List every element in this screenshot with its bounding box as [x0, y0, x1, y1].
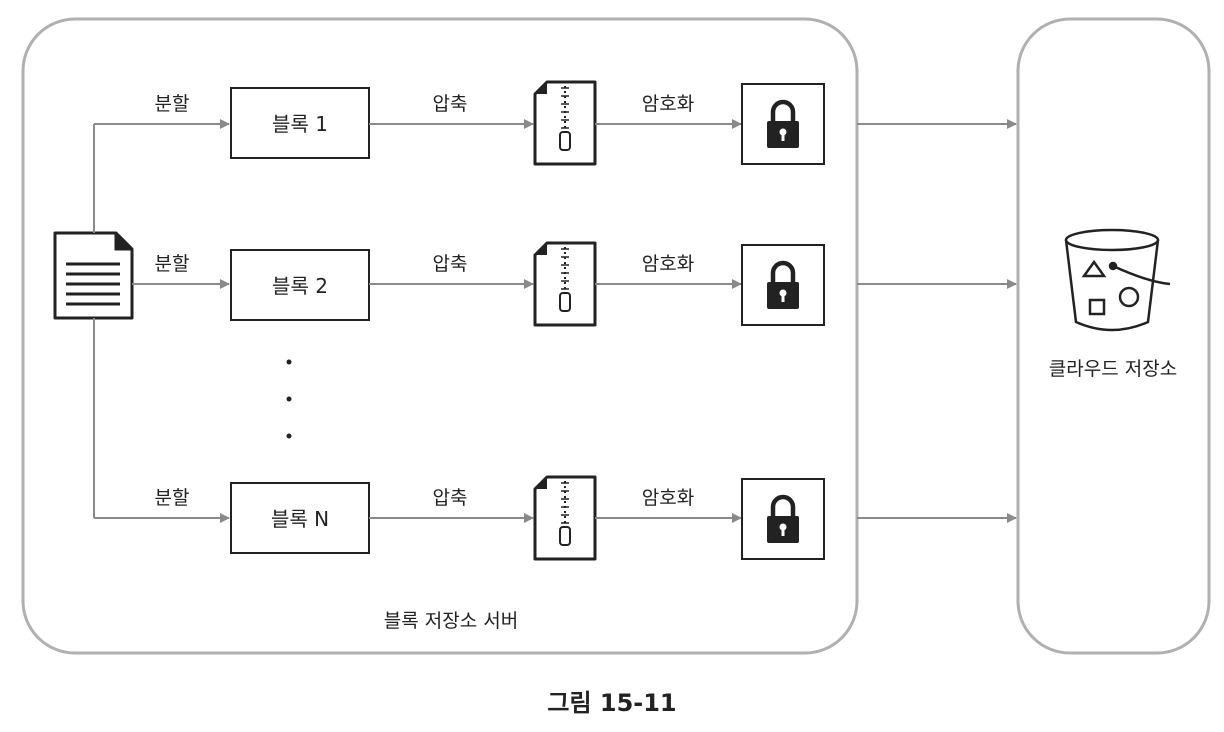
block-label: 블록 N [271, 507, 329, 531]
compress-label: 압축 [433, 93, 468, 115]
pipeline-row-2: 분할 블록 2 압축 암호화 [155, 241, 1017, 327]
zip-file-icon [533, 80, 597, 166]
lock-icon [767, 260, 799, 309]
zip-file-icon [533, 241, 597, 327]
zip-file-icon [533, 475, 597, 561]
lock-icon [767, 99, 799, 148]
encrypt-label: 암호화 [642, 253, 694, 275]
compress-label: 압축 [433, 253, 468, 275]
compress-label: 압축 [433, 487, 468, 509]
split-label: 분할 [155, 93, 190, 115]
server-label: 블록 저장소 서버 [384, 610, 518, 632]
encrypt-label: 암호화 [642, 487, 694, 509]
split-label: 분할 [155, 253, 190, 275]
cloud-storage-frame [1016, 17, 1211, 655]
cloud-storage-label: 클라우드 저장소 [1049, 358, 1177, 380]
pipeline-row-n: 분할 블록 N 압축 암호화 [155, 475, 1017, 561]
ellipsis-dots [286, 359, 292, 439]
block-label: 블록 2 [272, 274, 328, 298]
block-box [230, 249, 370, 321]
block-box [230, 87, 370, 159]
block-label: 블록 1 [272, 112, 328, 136]
bucket-icon [1064, 228, 1171, 332]
document-icon [53, 231, 134, 320]
split-connectors [93, 119, 230, 523]
split-label: 분할 [155, 487, 190, 509]
figure-caption: 그림 15-11 [547, 689, 676, 717]
lock-icon [767, 494, 799, 543]
encrypt-label: 암호화 [642, 93, 694, 115]
block-storage-server-frame [21, 17, 859, 655]
pipeline-row-1: 분할 블록 1 압축 암호화 [155, 80, 1017, 166]
